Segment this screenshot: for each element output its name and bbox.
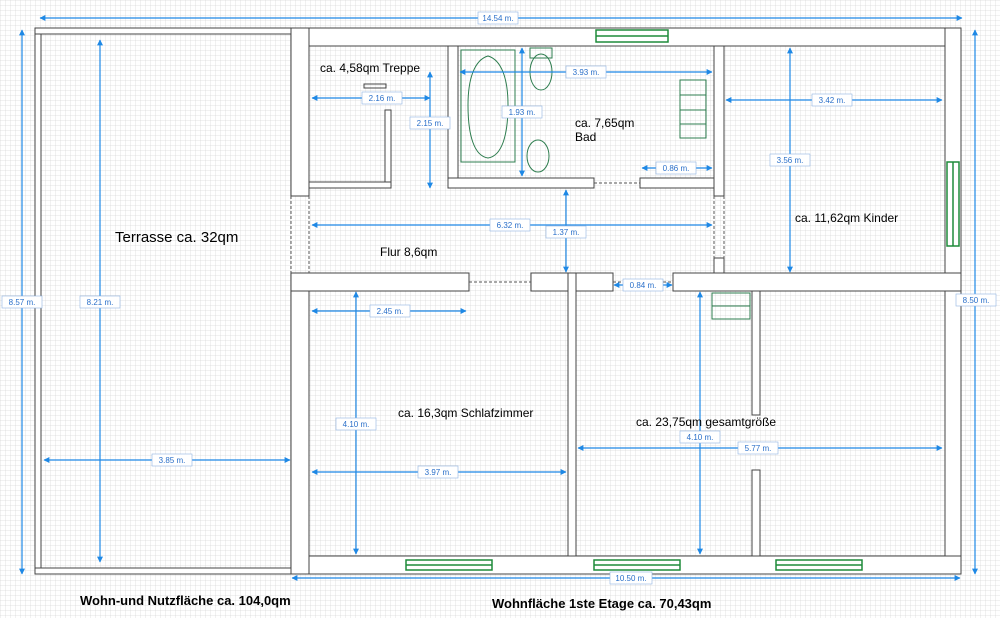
dim-treppe-height: 2.15 m. bbox=[409, 116, 451, 130]
svg-text:2.16 m.: 2.16 m. bbox=[369, 94, 396, 103]
wall-terrace-lower bbox=[290, 272, 310, 575]
dim-gesamt-height: 4.10 m. bbox=[679, 430, 721, 444]
svg-text:3.93 m.: 3.93 m. bbox=[573, 68, 600, 77]
wall-bath-bottom-left bbox=[447, 177, 595, 189]
radiator-icon bbox=[679, 79, 707, 139]
svg-text:0.86 m.: 0.86 m. bbox=[663, 164, 690, 173]
svg-text:14.54 m.: 14.54 m. bbox=[482, 14, 513, 23]
bathtub-basin-icon bbox=[467, 55, 509, 159]
svg-text:10.50 m.: 10.50 m. bbox=[615, 574, 646, 583]
dim-total-height-right: 8.50 m. bbox=[955, 293, 997, 307]
toilet-tank-icon bbox=[529, 47, 553, 59]
svg-text:8.57 m.: 8.57 m. bbox=[9, 298, 36, 307]
room-label-flur: Flur 8,6qm bbox=[380, 245, 437, 259]
room-label-terrasse: Terrasse ca. 32qm bbox=[115, 229, 238, 246]
dim-flur-width: 6.32 m. bbox=[489, 218, 531, 232]
dim-total-height-left: 8.57 m. bbox=[1, 295, 43, 309]
dim-kinder-height: 3.56 m. bbox=[769, 153, 811, 167]
outer-wall-top-terrace bbox=[34, 27, 292, 35]
room-labels: Terrasse ca. 32qm ca. 4,58qm Treppe ca. … bbox=[115, 61, 898, 429]
wall-terrace-upper bbox=[290, 27, 310, 197]
sink-icon bbox=[526, 139, 550, 173]
dim-total-width: 14.54 m. bbox=[477, 11, 519, 25]
svg-text:3.85 m.: 3.85 m. bbox=[159, 456, 186, 465]
dim-bad-height: 1.93 m. bbox=[501, 105, 543, 119]
outer-wall-bottom-terrace bbox=[34, 567, 292, 575]
dim-terrasse-height: 8.21 m. bbox=[79, 295, 121, 309]
svg-text:6.32 m.: 6.32 m. bbox=[497, 221, 524, 230]
dim-terrasse-width: 3.85 m. bbox=[151, 453, 193, 467]
wall-partition-upper bbox=[751, 290, 761, 416]
wall-flur-bottom-c bbox=[672, 272, 962, 292]
room-label-kinder: ca. 11,62qm Kinder bbox=[795, 211, 898, 225]
dim-gesamt-width: 5.77 m. bbox=[737, 441, 779, 455]
svg-text:8.50 m.: 8.50 m. bbox=[963, 296, 990, 305]
wall-bath-right bbox=[713, 45, 725, 197]
windows bbox=[405, 29, 960, 571]
svg-text:3.97 m.: 3.97 m. bbox=[425, 468, 452, 477]
svg-text:5.77 m.: 5.77 m. bbox=[745, 444, 772, 453]
dim-treppe-width: 2.16 m. bbox=[361, 91, 403, 105]
svg-text:2.45 m.: 2.45 m. bbox=[377, 307, 404, 316]
stair-railing-icon bbox=[363, 83, 387, 89]
svg-text:2.15 m.: 2.15 m. bbox=[417, 119, 444, 128]
svg-text:1.37 m.: 1.37 m. bbox=[553, 228, 580, 237]
wall-treppe-right bbox=[384, 109, 392, 189]
svg-text:3.56 m.: 3.56 m. bbox=[777, 156, 804, 165]
svg-text:3.42 m.: 3.42 m. bbox=[819, 96, 846, 105]
wall-treppe-bottom bbox=[308, 181, 392, 189]
dim-bad-width: 3.93 m. bbox=[565, 65, 607, 79]
dim-bad-door: 0.86 m. bbox=[655, 161, 697, 175]
room-label-gesamt: ca. 23,75qm gesamtgröße bbox=[636, 415, 776, 429]
wall-bath-bottom-right bbox=[639, 177, 725, 189]
wall-flur-bottom-a bbox=[290, 272, 470, 292]
svg-text:0.84 m.: 0.84 m. bbox=[630, 281, 657, 290]
caption-wohn-nutz: Wohn-und Nutzfläche ca. 104,0qm bbox=[80, 593, 291, 608]
dim-living-door: 0.84 m. bbox=[622, 278, 664, 292]
room-label-schlafzimmer: ca. 16,3qm Schlafzimmer bbox=[398, 406, 533, 420]
dim-schlaf-width: 3.97 m. bbox=[417, 465, 459, 479]
svg-text:4.10 m.: 4.10 m. bbox=[343, 420, 370, 429]
wall-partition-lower bbox=[751, 469, 761, 557]
svg-text:1.93 m.: 1.93 m. bbox=[509, 108, 536, 117]
dim-kinder-width: 3.42 m. bbox=[811, 93, 853, 107]
svg-text:8.21 m.: 8.21 m. bbox=[87, 298, 114, 307]
room-label-bad-name: Bad bbox=[575, 130, 596, 144]
dimension-labels: 14.54 m. 8.57 m. 8.50 m. 8.21 m. 3.85 m.… bbox=[1, 11, 997, 585]
room-label-treppe: ca. 4,58qm Treppe bbox=[320, 61, 420, 75]
dim-schlaf-top-width: 2.45 m. bbox=[369, 304, 411, 318]
caption-wohnflaeche: Wohnfläche 1ste Etage ca. 70,43qm bbox=[492, 596, 711, 611]
svg-text:4.10 m.: 4.10 m. bbox=[687, 433, 714, 442]
dim-bottom-width: 10.50 m. bbox=[609, 571, 653, 585]
dim-schlaf-height: 4.10 m. bbox=[335, 417, 377, 431]
room-label-bad-area: ca. 7,65qm bbox=[575, 116, 634, 130]
wall-schlaf-right bbox=[567, 272, 577, 557]
dim-flur-height: 1.37 m. bbox=[545, 225, 587, 239]
